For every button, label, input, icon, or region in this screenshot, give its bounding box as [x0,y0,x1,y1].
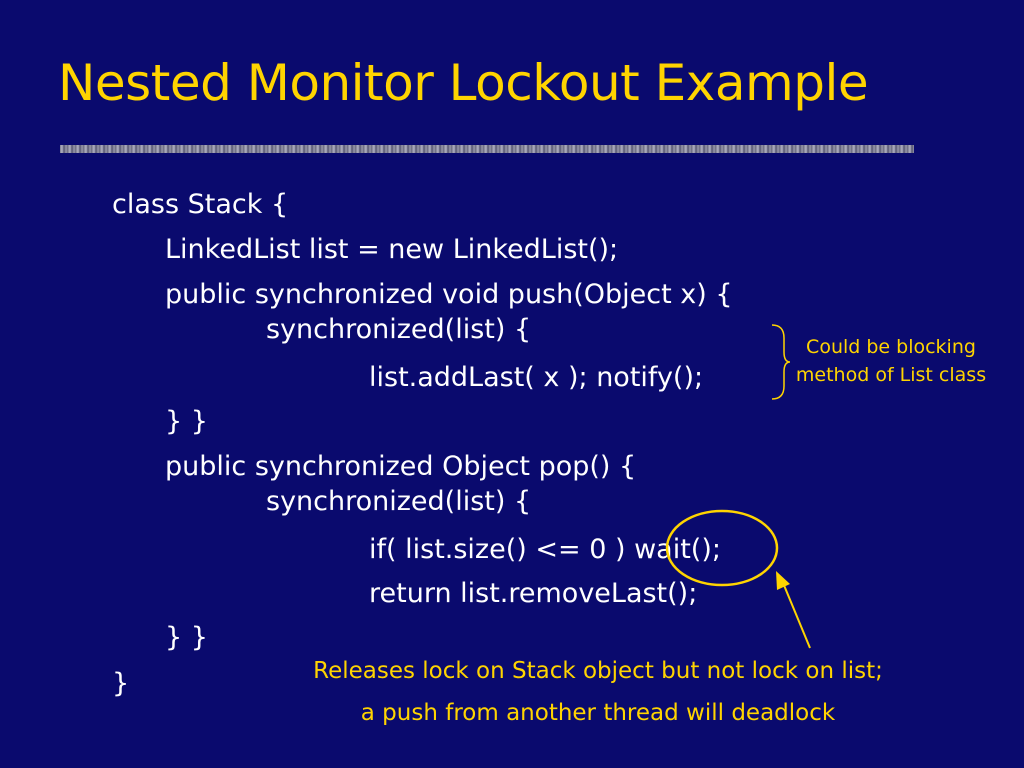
code-line-pop-synchronized: synchronized(list) { [266,486,532,517]
code-line-class-close: } [112,668,130,699]
code-line-push-close: } } [165,406,208,437]
arrow-head-icon [776,571,790,590]
code-line-wait: if( list.size() <= 0 ) wait(); [369,534,721,565]
note-blocking-line-2: method of List class [795,364,987,386]
curly-brace-icon [771,324,791,400]
title-divider [60,145,914,153]
code-line-pop-close: } } [165,622,208,653]
code-line-class-stack: class Stack { [112,189,289,220]
code-line-push-signature: public synchronized void push(Object x) … [165,279,733,310]
code-line-remove-last: return list.removeLast(); [369,578,698,609]
note-deadlock-line-1: Releases lock on Stack object but not lo… [313,658,883,684]
code-line-pop-signature: public synchronized Object pop() { [165,451,637,482]
code-line-list-declaration: LinkedList list = new LinkedList(); [165,234,619,265]
code-line-push-synchronized: synchronized(list) { [266,314,532,345]
arrow-shaft [780,577,811,649]
note-blocking-line-1: Could be blocking [806,336,976,358]
code-line-add-last: list.addLast( x ); notify(); [369,362,704,393]
note-deadlock-line-2: a push from another thread will deadlock [360,700,836,726]
slide-title: Nested Monitor Lockout Example [58,54,869,112]
